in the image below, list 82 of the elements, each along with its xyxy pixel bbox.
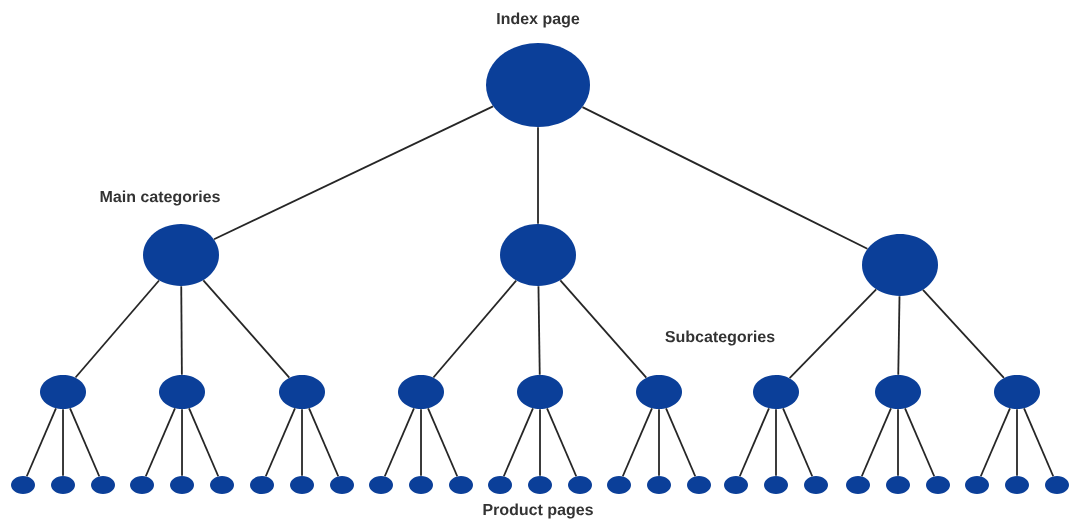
tree-node (636, 375, 682, 409)
tree-node (965, 476, 989, 494)
tree-node (875, 375, 921, 409)
connector-line (62, 408, 64, 477)
connector-line (383, 407, 415, 478)
tree-node (517, 375, 563, 409)
tree-node (369, 476, 393, 494)
tree-node (210, 476, 234, 494)
connector-line (427, 407, 459, 478)
tree-node (290, 476, 314, 494)
tree-node (143, 224, 219, 286)
tree-node (11, 476, 35, 494)
tree-node (764, 476, 788, 494)
connector-line (74, 279, 160, 379)
connector-line (420, 408, 422, 477)
tree-node (279, 375, 325, 409)
level-label: Main categories (100, 190, 220, 206)
tree-node (449, 476, 473, 494)
tree-node (130, 476, 154, 494)
connector-line (788, 288, 878, 379)
tree-node (804, 476, 828, 494)
tree-node (886, 476, 910, 494)
connector-line (782, 407, 814, 478)
connector-line (537, 285, 541, 376)
connector-line (502, 407, 534, 478)
tree-node (753, 375, 799, 409)
connector-line (301, 408, 303, 477)
tree-node (159, 375, 205, 409)
connector-line (665, 407, 697, 478)
connector-line (897, 295, 901, 376)
connector-line (559, 279, 648, 379)
connector-line (658, 408, 660, 477)
level-label: Subcategories (665, 330, 775, 346)
tree-node (250, 476, 274, 494)
connector-line (25, 407, 57, 478)
connector-line (775, 408, 777, 477)
connector-line (860, 407, 892, 478)
connector-line (904, 407, 936, 478)
tree-node (1045, 476, 1069, 494)
connector-line (1023, 407, 1055, 478)
connector-line (308, 407, 340, 478)
tree-node (607, 476, 631, 494)
tree-node (724, 476, 748, 494)
connector-line (979, 407, 1011, 478)
tree-node (1005, 476, 1029, 494)
tree-node (500, 224, 576, 286)
node-label: Index page (497, 12, 580, 28)
connector-line (188, 407, 220, 478)
connector-line (621, 407, 653, 478)
tree-node (398, 375, 444, 409)
connector-line (581, 106, 869, 250)
connector-line (202, 279, 291, 379)
connector-line (738, 407, 770, 478)
connector-line (546, 407, 578, 478)
tree-node (51, 476, 75, 494)
tree-node (488, 476, 512, 494)
tree-node (647, 476, 671, 494)
tree-node (170, 476, 194, 494)
connector-line (537, 126, 539, 225)
connector-line (213, 105, 494, 241)
connector-line (1016, 408, 1018, 477)
connector-line (264, 407, 296, 478)
connector-line (539, 408, 541, 477)
tree-node (409, 476, 433, 494)
tree-node (91, 476, 115, 494)
tree-node (40, 375, 86, 409)
tree-node (528, 476, 552, 494)
tree-node (994, 375, 1040, 409)
tree-node (862, 234, 938, 296)
tree-node (568, 476, 592, 494)
tree-node (846, 476, 870, 494)
tree-node (330, 476, 354, 494)
tree-node (687, 476, 711, 494)
tree-node (926, 476, 950, 494)
connector-line (69, 407, 101, 478)
level-label: Product pages (483, 503, 593, 519)
connector-line (181, 408, 183, 477)
connector-line (180, 285, 183, 376)
connector-line (897, 408, 899, 477)
connector-line (144, 407, 176, 478)
connector-line (922, 289, 1005, 379)
connector-line (432, 279, 518, 379)
